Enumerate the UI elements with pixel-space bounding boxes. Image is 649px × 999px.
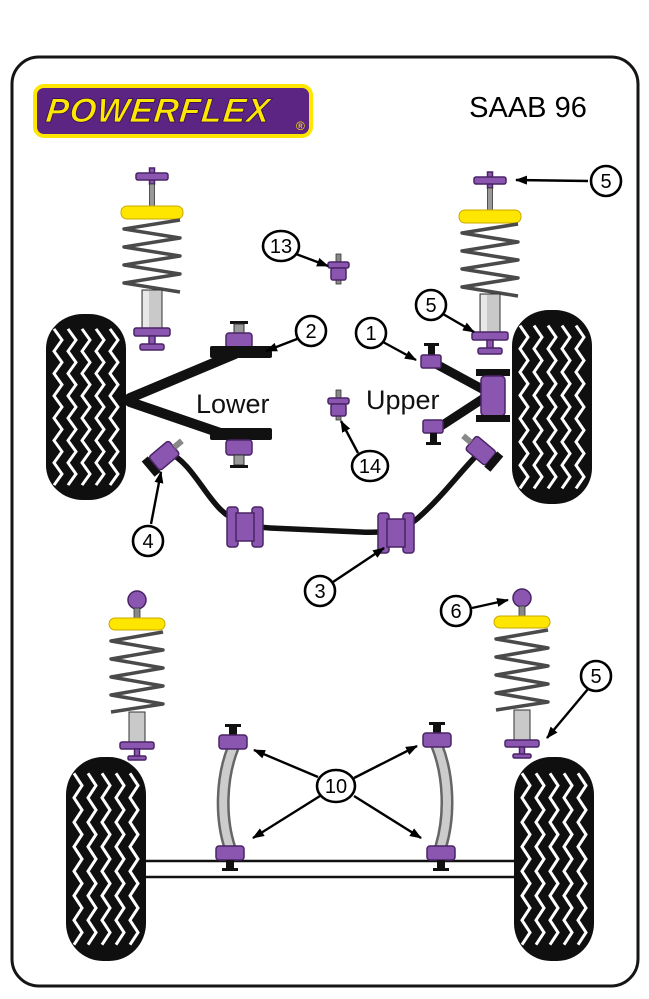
svg-text:10: 10 bbox=[325, 776, 347, 798]
svg-text:13: 13 bbox=[270, 236, 292, 258]
upper-arm bbox=[420, 343, 510, 445]
registered-mark: ® bbox=[296, 119, 305, 133]
callout-arrow bbox=[339, 420, 360, 454]
upper-arm-front-bushing bbox=[420, 354, 442, 369]
rear-right-tire bbox=[512, 755, 596, 963]
anti-roll-bar bbox=[141, 433, 504, 554]
bushing-14 bbox=[327, 389, 350, 421]
trailing-link-left-top-bushing bbox=[218, 734, 248, 750]
callout-arrow bbox=[295, 252, 329, 268]
callout-arrow bbox=[353, 744, 418, 780]
bolt-icon bbox=[225, 724, 241, 727]
bolt-icon bbox=[230, 465, 248, 468]
lower-arm-front-bushing bbox=[225, 332, 253, 349]
bolt-icon bbox=[222, 868, 238, 871]
svg-text:5: 5 bbox=[600, 171, 611, 193]
callout-13: 13 bbox=[261, 229, 329, 268]
lower-arm-rear-bushing bbox=[225, 439, 253, 456]
callout-5-front-top: 5 bbox=[515, 164, 623, 198]
bolt-icon bbox=[426, 442, 441, 445]
callout-arrow bbox=[332, 547, 385, 583]
callout-5-front-mid: 5 bbox=[414, 288, 475, 334]
front-left-tire bbox=[44, 312, 128, 502]
callout-arrow bbox=[149, 471, 164, 525]
brand-logo: POWERFLEX ® bbox=[33, 84, 313, 138]
svg-text:14: 14 bbox=[359, 456, 381, 478]
upper-arm-outer-bushing bbox=[480, 375, 506, 417]
rear-left-tire bbox=[64, 755, 148, 963]
callout-10: 10 bbox=[252, 744, 422, 840]
callout-arrow bbox=[265, 337, 298, 353]
trailing-link-right-top-bushing bbox=[422, 732, 452, 748]
callout-6: 6 bbox=[439, 594, 509, 628]
upper-arm-rear-bushing bbox=[422, 419, 444, 434]
callout-arrow bbox=[253, 748, 319, 779]
callout-arrow bbox=[353, 794, 422, 840]
trailing-link-right bbox=[422, 722, 456, 871]
callout-3: 3 bbox=[303, 547, 385, 608]
bolt-icon bbox=[230, 321, 248, 324]
trailing-link-left-bottom-bushing bbox=[215, 845, 245, 861]
callout-2: 2 bbox=[265, 314, 328, 353]
svg-text:5: 5 bbox=[425, 295, 436, 317]
front-right-tire bbox=[510, 308, 594, 506]
callout-arrow bbox=[515, 175, 589, 185]
trailing-link-left bbox=[215, 724, 248, 871]
bolt-icon bbox=[429, 722, 445, 725]
callout-arrow bbox=[546, 688, 589, 739]
rear-axle bbox=[110, 859, 564, 879]
logo-text: POWERFLEX bbox=[44, 92, 273, 130]
lower-wishbone bbox=[124, 321, 272, 468]
svg-text:2: 2 bbox=[305, 321, 316, 343]
svg-text:4: 4 bbox=[142, 531, 153, 553]
svg-text:3: 3 bbox=[314, 581, 325, 603]
logo-box bbox=[33, 84, 313, 138]
callout-14: 14 bbox=[339, 420, 390, 483]
callout-1: 1 bbox=[354, 316, 417, 362]
bushing-13 bbox=[327, 253, 350, 285]
trailing-link-right-bottom-bushing bbox=[426, 845, 456, 861]
svg-text:6: 6 bbox=[450, 601, 461, 623]
svg-text:5: 5 bbox=[590, 666, 601, 688]
arb-right-link-bushing bbox=[461, 433, 504, 472]
lower-arm-label: Lower bbox=[196, 389, 270, 419]
callout-arrow bbox=[471, 597, 509, 610]
bolt-icon bbox=[424, 343, 439, 346]
callout-arrow bbox=[442, 312, 475, 334]
upper-arm-label: Upper bbox=[366, 385, 440, 415]
callout-5-rear: 5 bbox=[546, 659, 613, 739]
callout-arrow bbox=[252, 794, 321, 840]
callout-4: 4 bbox=[131, 471, 165, 558]
arb-mount-bushing-right bbox=[377, 512, 415, 554]
svg-text:1: 1 bbox=[365, 323, 376, 345]
bolt-icon bbox=[433, 868, 449, 871]
callout-arrow bbox=[382, 340, 417, 362]
arb-mount-bushing-left bbox=[226, 506, 264, 548]
model-title: SAAB 96 bbox=[469, 92, 587, 124]
